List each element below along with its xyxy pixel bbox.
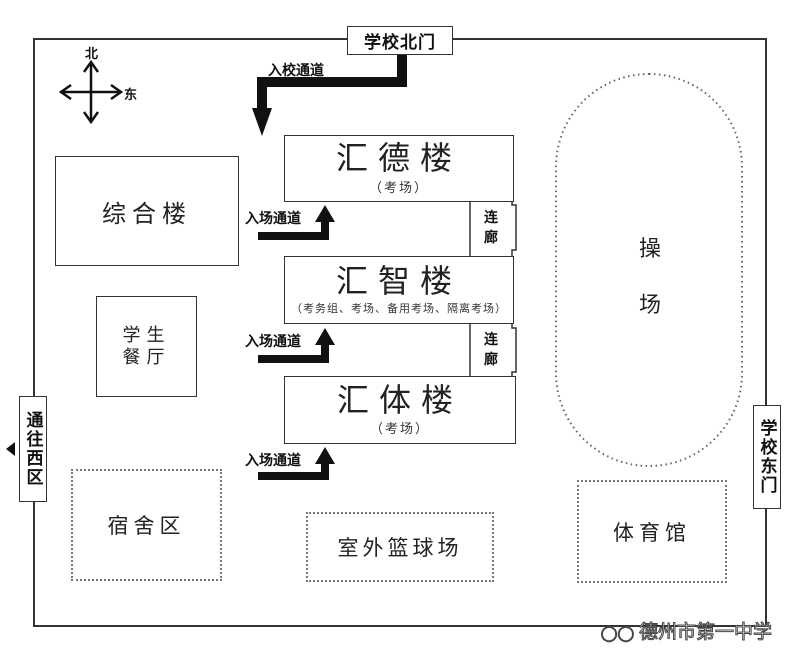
building-label: 汇智楼: [335, 262, 462, 301]
building-label: 汇德楼: [335, 139, 462, 178]
building-label: 餐厅: [122, 346, 171, 368]
venue-entry-path-label: 入场通道: [245, 453, 301, 469]
area-label: 体育馆: [613, 520, 691, 545]
corridor-label: 连廊: [484, 332, 498, 368]
playground-label: 操: [638, 237, 661, 262]
building-note: （考务组、考场、备用考场、隔离考场）: [291, 301, 507, 315]
building-note: （考场）: [369, 422, 430, 438]
venue-entry-arrow-icon: [258, 447, 335, 480]
venue-entry-path-label: 入场通道: [245, 334, 301, 350]
gymnasium[interactable]: 体育馆: [577, 480, 727, 583]
exam-hall-hude[interactable]: 汇德楼 （考场）: [284, 135, 514, 202]
east-gate[interactable]: 学校东门: [753, 405, 781, 509]
school-entry-path-label: 入校通道: [268, 63, 324, 79]
compass-east-label: 东: [124, 88, 138, 103]
playground[interactable]: 操 场: [636, 222, 664, 334]
dormitory-area[interactable]: 宿舍区: [71, 469, 222, 581]
area-label: 室外篮球场: [337, 536, 463, 560]
comprehensive-building[interactable]: 综合楼: [55, 156, 239, 266]
watermark: ◯◯ 德州市第一中学: [600, 621, 772, 644]
playground-track: [555, 73, 743, 467]
building-label: 综合楼: [102, 199, 192, 228]
building-note: （考场）: [368, 180, 429, 196]
building-label: 学生: [122, 324, 171, 346]
corridor-connector: [469, 200, 517, 379]
venue-entry-arrow-icon: [258, 205, 335, 240]
compass-rose-icon: [58, 59, 124, 125]
exam-hall-huiti[interactable]: 汇体楼 （考场）: [284, 376, 516, 444]
corridor-label: 连廊: [484, 210, 498, 246]
student-canteen[interactable]: 学生 餐厅: [96, 296, 197, 397]
area-label: 宿舍区: [107, 514, 186, 538]
school-entry-arrow-icon: [252, 55, 407, 136]
outdoor-basketball-court[interactable]: 室外篮球场: [306, 512, 494, 582]
playground-label: 场: [638, 293, 661, 318]
north-gate[interactable]: 学校北门: [347, 26, 453, 55]
building-label: 汇体楼: [336, 380, 463, 419]
venue-entry-path-label: 入场通道: [245, 211, 301, 227]
wechat-logo-icon: ◯◯: [600, 624, 639, 643]
exam-hall-huizhi[interactable]: 汇智楼 （考务组、考场、备用考场、隔离考场）: [284, 256, 514, 324]
compass-north-label: 北: [85, 47, 99, 62]
venue-entry-arrow-icon: [258, 328, 335, 363]
west-zone-exit[interactable]: 通往西区: [19, 396, 47, 502]
